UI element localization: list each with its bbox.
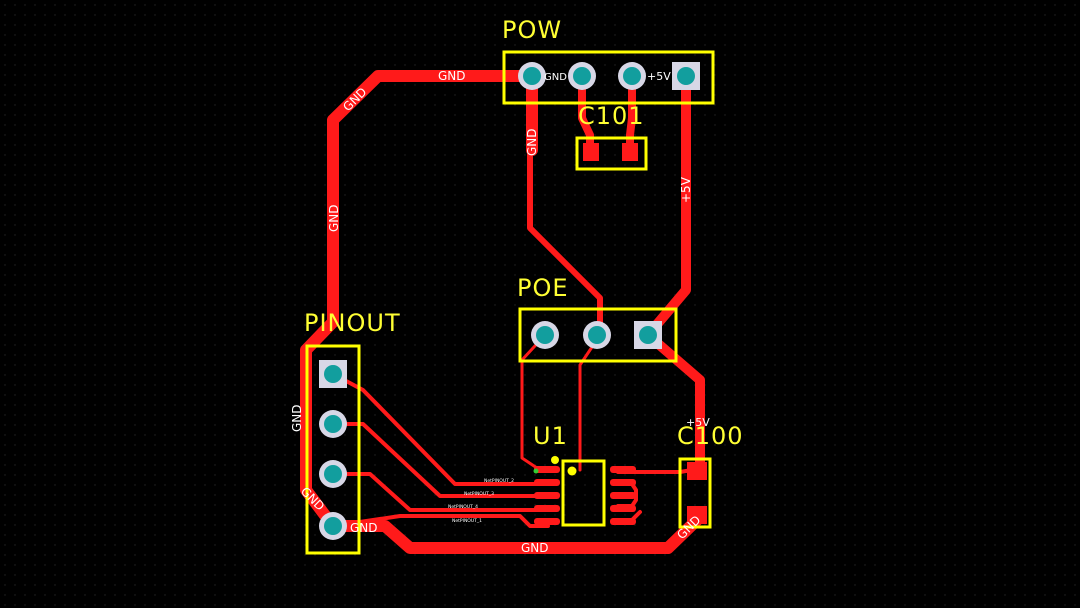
poe-outline	[518, 307, 678, 363]
c100-pad	[687, 506, 707, 524]
u1-pin1-marker	[551, 456, 559, 464]
pinout-pad-hole	[324, 465, 342, 483]
net-label: NetPINOUT_2	[484, 478, 514, 484]
poe-pad-hole	[536, 326, 554, 344]
poe-pad-hole	[639, 326, 657, 344]
net-label: GND	[525, 128, 539, 156]
pinout-pad-hole	[324, 415, 342, 433]
pinout-outline	[305, 344, 361, 555]
u1-outline	[561, 459, 606, 527]
u1-pad	[534, 505, 560, 512]
poe-pad-hole	[588, 326, 606, 344]
c101-outline	[575, 136, 648, 171]
u1-pad	[534, 492, 560, 499]
net-label: NetPINOUT_1	[452, 518, 482, 524]
net-label: GND	[438, 69, 466, 83]
net-label: GND	[544, 72, 567, 83]
net-label: +5V	[686, 416, 710, 429]
u1-pad	[610, 505, 636, 512]
c101-pad	[622, 143, 638, 161]
pow-ref: POW	[502, 16, 562, 44]
through-hole-pads	[319, 62, 700, 540]
silkscreen-layer	[305, 50, 715, 555]
u1-pad	[610, 492, 636, 499]
u1-pad	[610, 466, 636, 473]
pow-pad-hole	[573, 67, 591, 85]
poe-ref: POE	[517, 274, 569, 302]
c100-outline	[678, 457, 712, 529]
net-label: GND	[350, 521, 378, 535]
u1-pin1-indicator	[533, 468, 539, 474]
pow-pad-hole	[623, 67, 641, 85]
pinout-pad-hole	[324, 517, 342, 535]
pinout-ref: PINOUT	[304, 309, 401, 337]
smd-pads	[534, 143, 707, 525]
pinout-pad-hole	[324, 365, 342, 383]
net-label: +5V	[647, 70, 671, 83]
pow-outline	[502, 50, 715, 105]
u1-ref: U1	[533, 422, 568, 450]
u1-pad	[534, 518, 560, 525]
u1-pad	[610, 518, 636, 525]
net-label: GND	[327, 204, 341, 232]
pow-pad-hole	[523, 67, 541, 85]
u1-pad	[610, 479, 636, 486]
pow-pad-hole	[677, 67, 695, 85]
net-label: +5V	[679, 176, 693, 203]
c101-ref: C101	[578, 102, 645, 130]
net-label: NetPINOUT_3	[464, 491, 494, 497]
c100-ref: C100	[677, 422, 744, 450]
c101-pad	[583, 143, 599, 161]
u1-orientation-dot	[567, 466, 577, 476]
net-label: NetPINOUT_4	[448, 504, 478, 510]
net-label: GND	[521, 541, 549, 555]
u1-pad	[534, 466, 560, 473]
u1-pad	[534, 479, 560, 486]
c100-pad	[687, 462, 707, 480]
net-label: GND	[290, 404, 304, 432]
